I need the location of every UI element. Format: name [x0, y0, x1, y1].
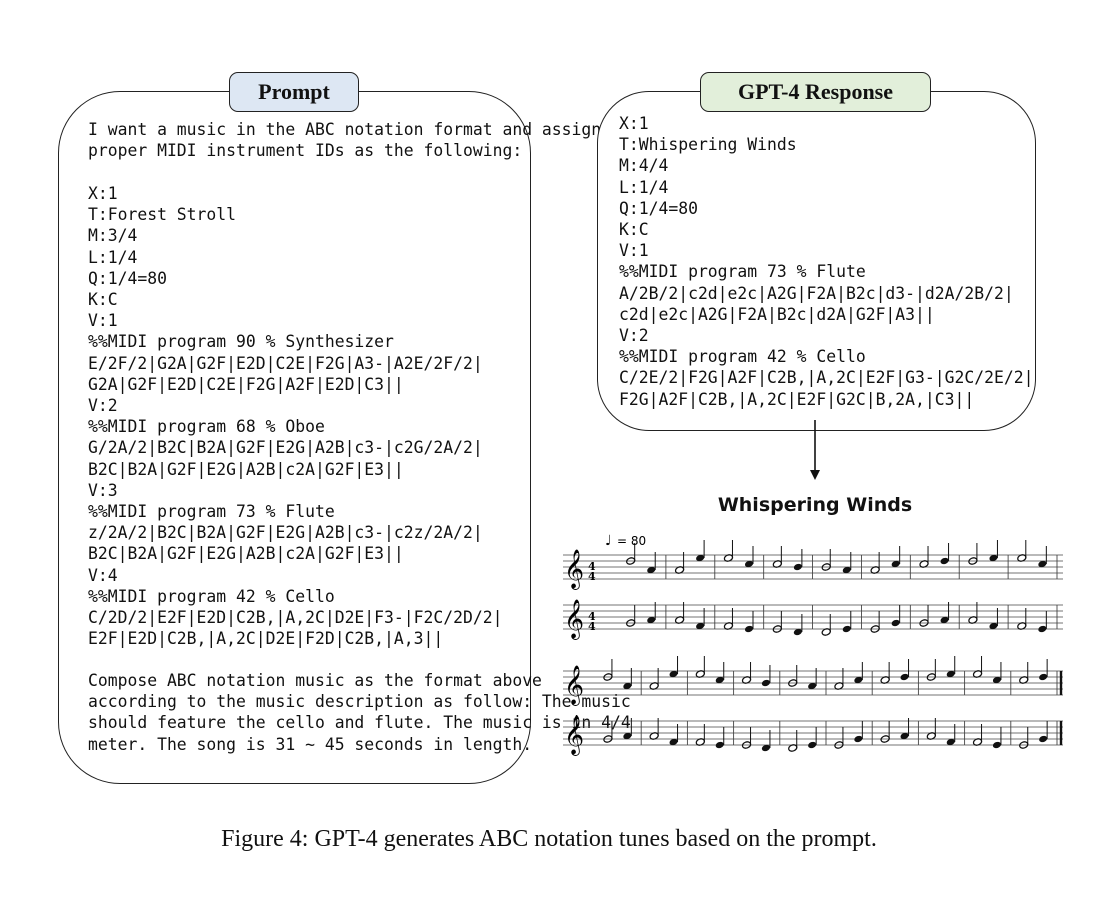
quarter-note: [669, 738, 678, 746]
notes: [603, 540, 1048, 752]
quarter-note: [761, 679, 771, 687]
quarter-note: [989, 622, 998, 630]
quarter-note: [940, 557, 949, 565]
response-title: GPT-4 Response: [700, 72, 931, 112]
quarter-note: [669, 670, 678, 678]
quarter-note: [891, 560, 900, 568]
quarter-note: [696, 554, 705, 562]
tempo-note-icon: ♩: [605, 533, 612, 549]
quarter-note: [900, 732, 909, 740]
quarter-note: [946, 670, 955, 678]
prompt-instruction-text: Compose ABC notation music as the format…: [88, 671, 631, 754]
prompt-title: Prompt: [229, 72, 359, 112]
treble-clef-icon: 𝄞: [564, 599, 584, 640]
figure-caption: Figure 4: GPT-4 generates ABC notation t…: [221, 826, 877, 852]
quarter-note: [647, 566, 656, 574]
quarter-note: [1039, 735, 1048, 743]
quarter-note: [1038, 625, 1047, 633]
treble-clef-icon: 𝄞: [564, 665, 584, 706]
sheet-music-title: Whispering Winds: [717, 494, 913, 516]
prompt-panel: [58, 91, 531, 784]
quarter-note: [647, 616, 656, 624]
response-abc-code: X:1 T:Whispering Winds M:4/4 L:1/4 Q:1/4…: [619, 114, 1034, 409]
time-signature-top: 4: [588, 610, 596, 623]
quarter-note: [842, 625, 851, 633]
quarter-note: [992, 741, 1002, 749]
quarter-note: [761, 744, 771, 752]
quarter-note: [900, 673, 909, 681]
quarter-note: [992, 676, 1002, 684]
treble-clef-icon: 𝄞: [564, 549, 584, 590]
quarter-note: [744, 560, 754, 568]
prompt-abc-code: X:1 T:Forest Stroll M:3/4 L:1/4 Q:1/4=80…: [88, 184, 503, 649]
quarter-note: [940, 616, 949, 624]
prompt-intro-text: I want a music in the ABC notation forma…: [88, 120, 602, 161]
quarter-note: [744, 625, 754, 633]
quarter-note: [842, 566, 851, 574]
quarter-note: [715, 741, 724, 749]
quarter-note: [989, 554, 998, 562]
time-signature-bottom: 4: [588, 620, 596, 633]
quarter-note: [854, 676, 863, 684]
time-signature-bottom: 4: [588, 570, 596, 583]
quarter-note: [623, 732, 632, 740]
quarter-note: [891, 619, 900, 627]
quarter-note: [1038, 560, 1047, 568]
down-arrow-icon: [810, 420, 820, 480]
tempo-marking: = 80: [617, 534, 646, 548]
response-panel: [597, 91, 1036, 431]
sheet-music-score: 𝄞 𝄞 𝄞 𝄞 ♩ = 80 4 4 4 4: [563, 533, 1063, 756]
treble-clef-icon: 𝄞: [564, 715, 584, 756]
quarter-note: [623, 682, 632, 690]
quarter-note: [808, 741, 817, 749]
quarter-note: [946, 738, 955, 746]
quarter-note: [793, 563, 802, 571]
quarter-note: [854, 735, 863, 743]
time-signature-top: 4: [588, 560, 596, 573]
quarter-note: [808, 682, 817, 690]
quarter-note: [793, 628, 802, 636]
staves: 𝄞 𝄞 𝄞 𝄞: [563, 549, 1063, 756]
quarter-note: [696, 622, 705, 630]
quarter-note: [1039, 673, 1048, 681]
quarter-note: [715, 676, 724, 684]
